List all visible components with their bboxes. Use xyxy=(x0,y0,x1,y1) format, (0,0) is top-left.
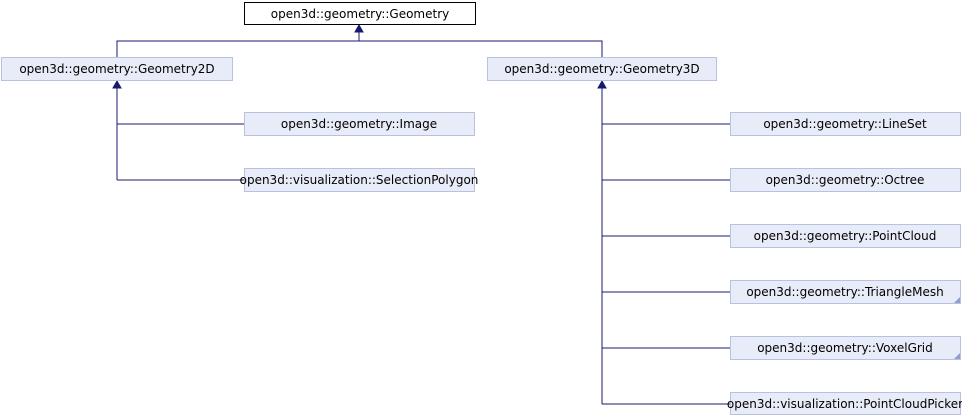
node-trianglemesh-label: open3d::geometry::TriangleMesh xyxy=(746,285,943,299)
node-geometry3d[interactable]: open3d::geometry::Geometry3D xyxy=(487,57,717,81)
arrow-geometry2d xyxy=(112,79,122,89)
node-trianglemesh[interactable]: open3d::geometry::TriangleMesh xyxy=(730,280,961,304)
node-pointcloud[interactable]: open3d::geometry::PointCloud xyxy=(730,224,961,248)
node-lineset-label: open3d::geometry::LineSet xyxy=(763,117,927,131)
node-voxelgrid-label: open3d::geometry::VoxelGrid xyxy=(757,341,933,355)
node-image-label: open3d::geometry::Image xyxy=(281,117,437,131)
node-geometry2d-label: open3d::geometry::Geometry2D xyxy=(19,62,214,76)
arrow-geometry xyxy=(354,23,364,33)
inheritance-edges xyxy=(112,23,730,405)
node-voxelgrid[interactable]: open3d::geometry::VoxelGrid xyxy=(730,336,961,360)
node-selection-polygon-label: open3d::visualization::SelectionPolygon xyxy=(240,173,479,187)
arrow-geometry3d xyxy=(597,79,607,89)
node-geometry3d-label: open3d::geometry::Geometry3D xyxy=(504,62,699,76)
node-octree[interactable]: open3d::geometry::Octree xyxy=(730,168,961,192)
node-geometry[interactable]: open3d::geometry::Geometry xyxy=(244,2,476,25)
edge-geometry2d-to-geometry xyxy=(116,31,360,57)
node-pointcloud-picker[interactable]: open3d::visualization::PointCloudPicker xyxy=(727,392,962,415)
node-lineset[interactable]: open3d::geometry::LineSet xyxy=(730,112,961,136)
node-image[interactable]: open3d::geometry::Image xyxy=(244,112,475,136)
folded-corner-icon xyxy=(954,353,960,359)
node-geometry2d[interactable]: open3d::geometry::Geometry2D xyxy=(1,57,233,81)
node-selection-polygon[interactable]: open3d::visualization::SelectionPolygon xyxy=(240,168,479,192)
edge-geometry3d-to-geometry xyxy=(359,40,603,57)
node-geometry-label: open3d::geometry::Geometry xyxy=(271,7,450,21)
node-pointcloud-picker-label: open3d::visualization::PointCloudPicker xyxy=(727,397,962,411)
folded-corner-icon xyxy=(954,297,960,303)
node-octree-label: open3d::geometry::Octree xyxy=(766,173,925,187)
node-pointcloud-label: open3d::geometry::PointCloud xyxy=(754,229,937,243)
